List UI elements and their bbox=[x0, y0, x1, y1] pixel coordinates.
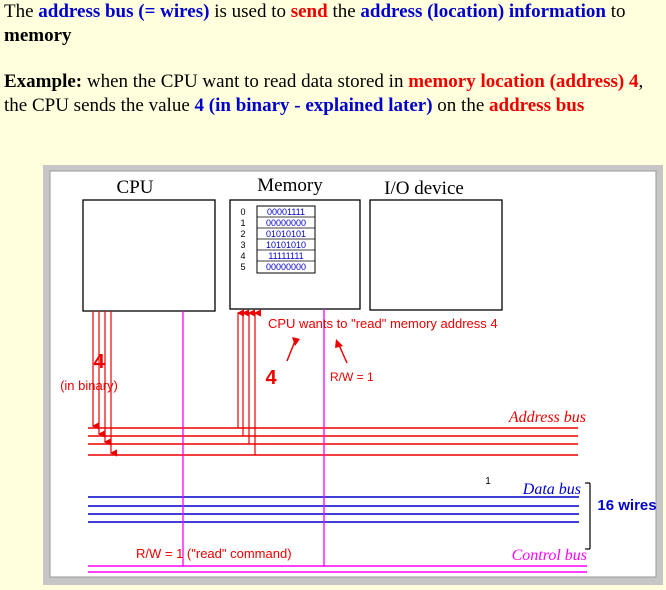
io-box bbox=[369, 199, 503, 311]
term-send: send bbox=[290, 1, 328, 22]
memory-table: 0 1 2 3 4 5 00001111 00000000 01010101 1… bbox=[240, 205, 316, 274]
cpu-wants-label: CPU wants to "read" memory address 4 bbox=[268, 316, 498, 331]
term-address-bus: address bus bbox=[38, 1, 134, 22]
memory-value: 01010101 bbox=[266, 229, 306, 239]
text: when the CPU want to read data stored in bbox=[82, 71, 409, 92]
term-memory-location: memory location (address) 4 bbox=[408, 71, 639, 92]
term-address-bus: address bus bbox=[489, 95, 585, 116]
term-address-location: address (location) bbox=[360, 1, 505, 22]
data-bus-label: Data bus bbox=[522, 481, 581, 498]
term-four: 4 bbox=[194, 95, 205, 116]
text: The bbox=[4, 1, 39, 22]
example-label: Example: bbox=[4, 71, 83, 92]
control-bus-lines bbox=[88, 565, 587, 573]
address-bus-label: Address bus bbox=[508, 409, 586, 426]
memory-title: Memory bbox=[257, 175, 323, 196]
memory-address: 3 bbox=[240, 240, 245, 250]
term-memory: memory bbox=[4, 25, 72, 46]
text: , the CPU sends the value bbox=[4, 71, 644, 116]
example-paragraph: Example: when the CPU want to read data … bbox=[4, 70, 660, 118]
four-label-left: 4 bbox=[93, 351, 105, 373]
rw-pointer-head bbox=[335, 339, 343, 348]
memory-value: 00000000 bbox=[266, 262, 306, 272]
memory-address: 2 bbox=[240, 229, 245, 239]
memory-address: 1 bbox=[240, 218, 245, 228]
term-in-binary: (in binary - explained later) bbox=[208, 95, 433, 116]
text: to bbox=[606, 1, 626, 22]
memory-value: 00001111 bbox=[267, 207, 305, 217]
text: on the bbox=[432, 95, 490, 116]
io-title: I/O device bbox=[384, 178, 464, 199]
rw-bottom-label: R/W = 1 ("read" command) bbox=[136, 546, 292, 561]
rw-pointer-line bbox=[338, 344, 348, 364]
memory-address-wires bbox=[236, 309, 261, 455]
memory-address: 0 bbox=[240, 207, 245, 217]
data-bus-lines bbox=[88, 496, 579, 523]
term-information: information bbox=[508, 1, 606, 22]
text: is used to bbox=[209, 1, 291, 22]
sixteen-wires-label: 16 wires bbox=[597, 497, 656, 514]
cpu-address-wires bbox=[91, 311, 117, 457]
memory-value: 00000000 bbox=[266, 218, 306, 228]
memory-address: 5 bbox=[240, 262, 245, 272]
four-pointer-head bbox=[292, 337, 300, 346]
four-pointer-line bbox=[286, 340, 296, 362]
term-wires: (= wires) bbox=[138, 1, 210, 22]
bus-diagram-frame: CPU Memory I/O device 0 1 2 3 4 5 000011… bbox=[43, 165, 663, 585]
address-bus-lines bbox=[88, 427, 578, 456]
in-binary-label: (in binary) bbox=[60, 378, 118, 393]
intro-paragraph: The address bus (= wires) is used to sen… bbox=[4, 0, 660, 48]
rw-right-label: R/W = 1 bbox=[330, 370, 374, 384]
cpu-box bbox=[82, 199, 216, 312]
small-one-label: 1 bbox=[485, 476, 491, 487]
text: the bbox=[327, 1, 361, 22]
sixteen-wires-bracket bbox=[585, 482, 591, 550]
four-label-mid: 4 bbox=[265, 367, 277, 389]
memory-value: 10101010 bbox=[266, 240, 306, 250]
memory-value: 11111111 bbox=[268, 251, 303, 261]
cpu-title: CPU bbox=[117, 177, 154, 198]
memory-address: 4 bbox=[240, 251, 245, 261]
bus-diagram: CPU Memory I/O device 0 1 2 3 4 5 000011… bbox=[49, 170, 657, 578]
control-bus-label: Control bus bbox=[512, 547, 587, 564]
